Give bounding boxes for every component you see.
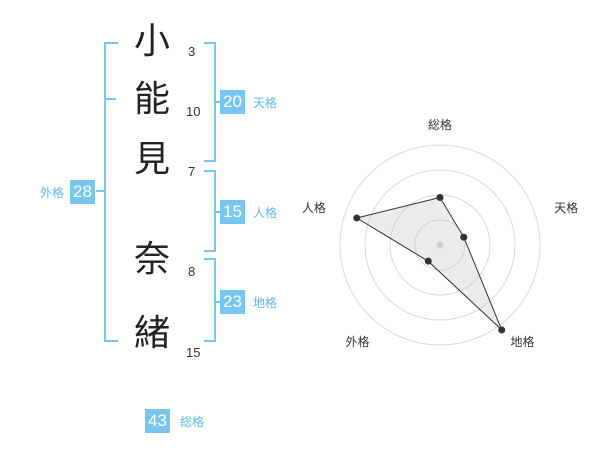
radar-ring	[364, 169, 516, 321]
stroke-count-3: 7	[188, 164, 196, 179]
tenkaku-label: 天格	[253, 96, 278, 110]
radar-point-4	[424, 257, 432, 265]
radar-axis-label-1: 総格	[428, 117, 452, 132]
jinkaku-value-badge: 15	[220, 200, 245, 224]
gaikaku-bracket	[104, 42, 118, 342]
gaikaku-value-badge: 28	[70, 180, 95, 204]
soukaku-value-badge: 43	[145, 409, 170, 433]
chikaku-label: 地格	[253, 296, 278, 310]
jinkaku-label: 人格	[253, 206, 278, 220]
radar-point-2	[460, 233, 468, 241]
radar-point-5	[353, 214, 361, 222]
tenkaku-value-badge: 20	[220, 90, 245, 114]
bracket-tick	[214, 101, 222, 103]
name-char-1: 小	[133, 21, 170, 62]
name-char-5: 緒	[133, 313, 170, 354]
bracket-tick	[96, 190, 104, 192]
bracket-tick	[214, 211, 222, 213]
soukaku-label: 総格	[180, 415, 205, 429]
name-char-3: 見	[133, 139, 170, 180]
stroke-count-4: 8	[188, 264, 196, 279]
bracket-tick	[214, 301, 222, 303]
radar-axis-label-2: 天格	[554, 200, 578, 215]
radar-ring	[414, 219, 466, 271]
stroke-count-5: 15	[186, 345, 201, 360]
chikaku-value-badge: 23	[220, 290, 245, 314]
chikaku-bracket	[204, 258, 216, 342]
bracket-tick	[104, 98, 116, 100]
radar-axis-label-5: 人格	[302, 200, 326, 215]
name-char-4: 奈	[133, 239, 170, 280]
radar-center-point	[436, 241, 444, 249]
radar-point-1	[436, 194, 444, 201]
radar-series-polygon	[355, 196, 503, 331]
stroke-count-1: 3	[188, 44, 196, 59]
stroke-count-2: 10	[186, 104, 201, 119]
gaikaku-label: 外格	[40, 186, 65, 200]
radar-axis-label-4: 外格	[345, 334, 369, 349]
name-char-2: 能	[133, 79, 170, 120]
radar-ring	[339, 144, 541, 346]
radar-axis-label-3: 地格	[511, 334, 535, 349]
radar-point-3	[498, 326, 506, 334]
